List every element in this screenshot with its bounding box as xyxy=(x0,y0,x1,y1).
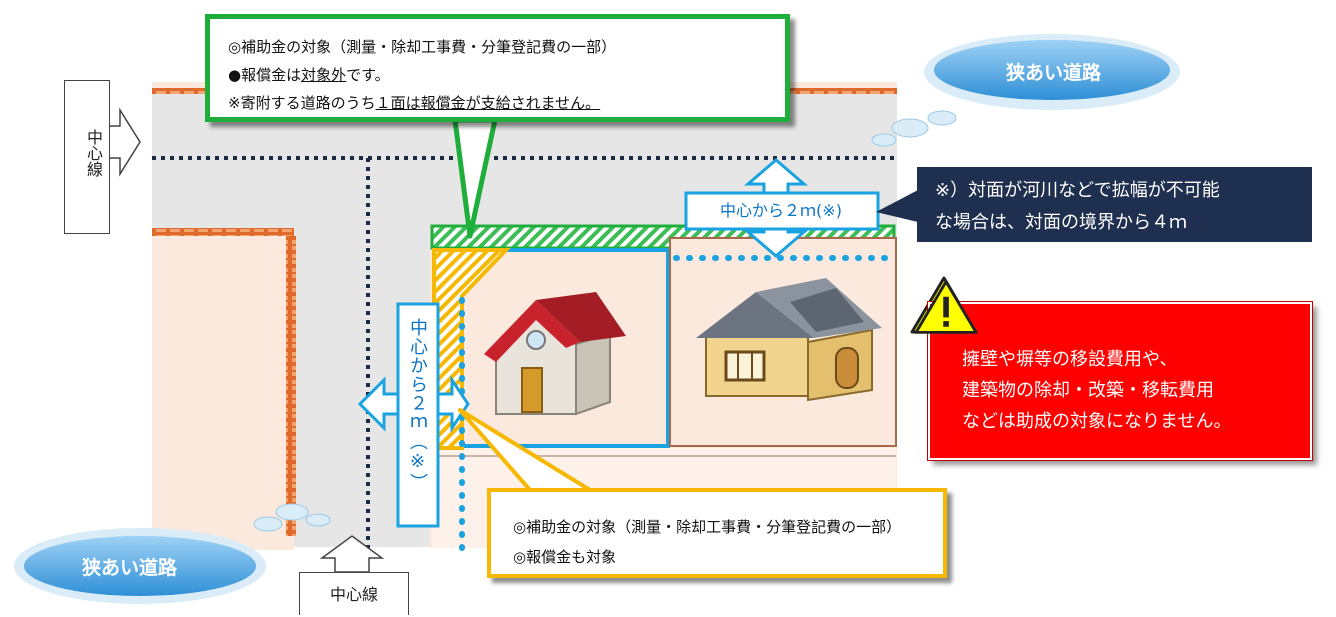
warning-sign-overlay-icon xyxy=(914,280,978,334)
note-line2: な場合は、対面の境界から４ｍ xyxy=(935,212,1187,233)
bottom-callout-line1: ◎補助金の対象（測量・除却工事費・分筆登記費の一部） xyxy=(513,518,902,536)
centerline-left-label: 中心線 xyxy=(84,129,103,177)
cloud-bottom-left-label: 狭あい道路 xyxy=(82,557,178,579)
house-gray-roof-icon xyxy=(696,278,882,402)
warning-line3: などは助成の対象になりません。 xyxy=(962,411,1232,432)
top-callout-line2: ●報償金は対象外です。 xyxy=(228,66,390,84)
top-callout-line1: ◎補助金の対象（測量・除却工事費・分筆登記費の一部） xyxy=(228,38,617,56)
distance-vertical-label: 中心から２ｍ（※） xyxy=(407,318,428,492)
cloud-top-right-label: 狭あい道路 xyxy=(1006,62,1102,84)
top-callout-line3: ※寄附する道路のうち１面は報償金が支給されません。 xyxy=(228,94,601,112)
warning-line1: 擁壁や塀等の移設費用や、 xyxy=(962,349,1178,370)
cloud-icon-bottom-left xyxy=(14,503,331,604)
callout-bottom-gold: ◎補助金の対象（測量・除却工事費・分筆登記費の一部） ◎報償金も対象 xyxy=(487,488,947,578)
house-red-roof-icon xyxy=(484,292,626,416)
arrow-right-icon xyxy=(107,107,141,177)
bottom-callout-line2: ◎報償金も対象 xyxy=(513,548,617,566)
lot-left xyxy=(152,230,294,550)
arrow-up-icon xyxy=(319,535,385,573)
centerline-bottom-label: 中心線 xyxy=(299,572,409,615)
warning-line2: 建築物の除却・改築・移転費用 xyxy=(962,380,1214,401)
centerline-left-box: 中心線 xyxy=(64,80,110,234)
note-box: ※）対面が河川などで拡幅が不可能 な場合は、対面の境界から４ｍ xyxy=(917,167,1312,242)
note-line1: ※）対面が河川などで拡幅が不可能 xyxy=(935,180,1220,201)
distance-vertical-box xyxy=(396,302,440,528)
callout-top-green: ◎補助金の対象（測量・除却工事費・分筆登記費の一部） ●報償金は対象外です。 ※… xyxy=(205,14,790,122)
warning-box: 擁壁や塀等の移設費用や、 建築物の除却・改築・移転費用 などは助成の対象になりま… xyxy=(927,301,1313,461)
distance-horizontal-label: 中心から２ｍ(※) xyxy=(720,201,842,220)
cloud-icon-top-right xyxy=(871,34,1180,147)
